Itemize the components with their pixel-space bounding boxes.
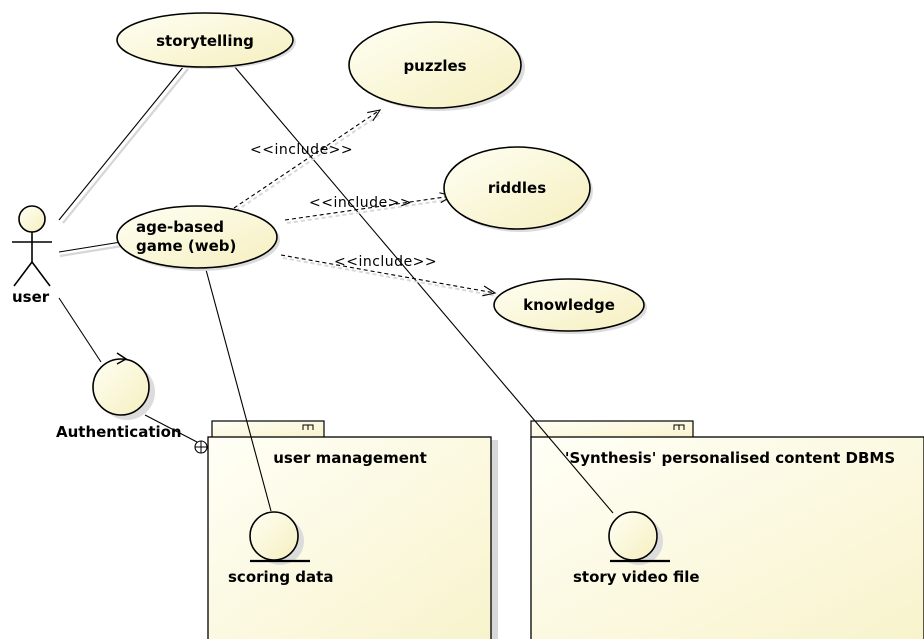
include-dependencies: <<include>> <<include>> <<include>>	[233, 109, 498, 297]
include-label-puzzles: <<include>>	[250, 142, 353, 158]
use-case-label-line-2: game (web)	[136, 237, 236, 255]
use-case-label: riddles	[488, 179, 546, 197]
package-body	[530, 436, 924, 639]
include-label-knowledge: <<include>>	[334, 254, 437, 270]
entity-label: story video file	[573, 568, 700, 586]
package-content-dbms[interactable]: 'Synthesis' personalised content DBMS	[530, 420, 924, 639]
entity-class-icon	[608, 511, 670, 565]
package-tab	[211, 420, 325, 439]
association-user-storytelling	[58, 65, 185, 221]
use-case-label: storytelling	[156, 32, 254, 50]
use-case-label: knowledge	[523, 296, 615, 314]
include-arrow-puzzles	[233, 109, 382, 209]
package-icon	[673, 424, 685, 430]
use-case-riddles[interactable]: riddles	[443, 146, 593, 232]
actor-label: user	[12, 288, 50, 306]
package-title: user management	[273, 449, 427, 467]
control-authentication[interactable]: Authentication	[56, 352, 208, 454]
entity-story-video-file[interactable]: story video file	[573, 511, 700, 586]
entity-class-icon	[249, 511, 310, 565]
package-tab	[530, 420, 694, 439]
association-storytelling-video	[233, 65, 614, 514]
stick-figure-actor-icon	[12, 205, 52, 287]
association-user-age-based	[58, 241, 122, 253]
control-label: Authentication	[56, 423, 182, 441]
use-case-storytelling[interactable]: storytelling	[116, 12, 296, 69]
nesting-line-authentication	[144, 414, 198, 443]
control-class-icon	[92, 352, 155, 420]
nesting-circle-plus-icon	[194, 440, 208, 454]
association-user-authentication	[58, 297, 102, 363]
entity-label: scoring data	[228, 568, 333, 586]
associations	[58, 65, 614, 514]
package-icon	[302, 424, 314, 430]
use-case-puzzles[interactable]: puzzles	[348, 21, 525, 111]
include-arrow-knowledge	[280, 254, 497, 297]
entity-scoring-data[interactable]: scoring data	[228, 511, 333, 586]
association-age-based-scoring	[204, 265, 272, 512]
use-case-label: puzzles	[403, 57, 466, 75]
use-case-label-line-1: age-based	[136, 218, 224, 236]
include-arrow-riddles	[284, 192, 454, 221]
use-case-knowledge[interactable]: knowledge	[493, 278, 647, 334]
use-case-age-based-game[interactable]: age-based game (web)	[116, 205, 280, 271]
actor-user[interactable]: user	[12, 205, 52, 306]
include-label-riddles: <<include>>	[309, 195, 412, 211]
package-title: 'Synthesis' personalised content DBMS	[565, 449, 895, 467]
